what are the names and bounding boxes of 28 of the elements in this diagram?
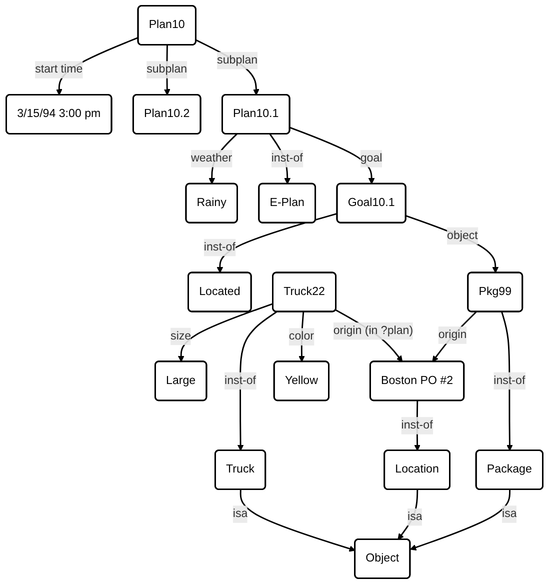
edge-label: weather xyxy=(191,152,232,164)
edge-label: inst-of xyxy=(401,419,433,432)
arrow xyxy=(237,311,277,451)
edge-label: object xyxy=(447,229,478,242)
edge-label: start time xyxy=(35,63,83,76)
arrow xyxy=(432,311,477,362)
edge-label: size xyxy=(170,330,192,342)
edge-label: inst-of xyxy=(271,152,303,164)
edge-label: isa xyxy=(408,510,422,523)
edge-label: inst-of xyxy=(224,374,256,387)
edge-label: inst-of xyxy=(204,241,236,254)
edge-label: isa xyxy=(502,508,517,520)
arrow xyxy=(290,126,375,184)
edge-label: goal xyxy=(360,152,382,164)
edge-label: color xyxy=(288,330,314,343)
edge-label: inst-of xyxy=(494,374,526,387)
edge-label: origin xyxy=(438,328,467,342)
edge-label: subplan xyxy=(146,63,188,76)
edge-label: subplan xyxy=(217,54,258,66)
arrow xyxy=(196,39,260,96)
arrow xyxy=(216,212,338,274)
arrow xyxy=(410,490,510,550)
edge-label: isa xyxy=(232,508,248,520)
arrow xyxy=(240,490,356,552)
arrow xyxy=(406,215,499,274)
arrow xyxy=(398,490,418,540)
edge-label: origin (in ?plan) xyxy=(333,324,414,337)
arrow xyxy=(178,303,274,362)
